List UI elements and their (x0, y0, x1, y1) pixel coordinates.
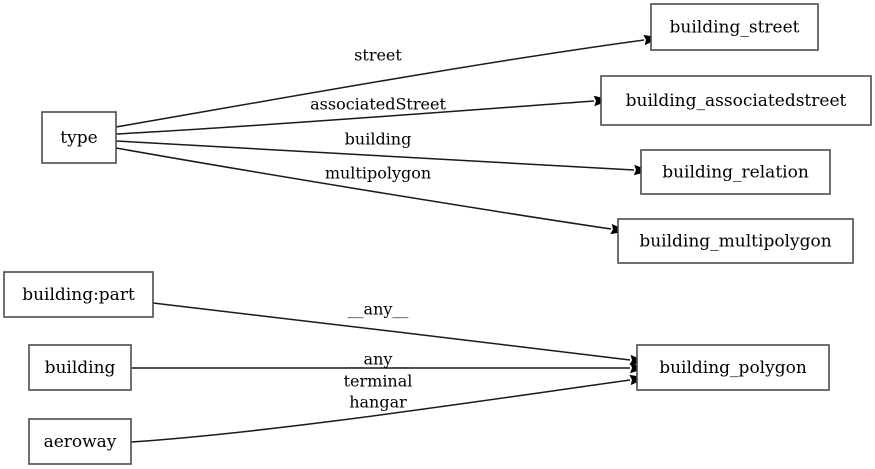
node-label: building_associatedstreet (626, 91, 847, 111)
edge-label: street (354, 46, 402, 65)
node-label: building:part (22, 285, 135, 305)
edge-line (115, 100, 595, 135)
node-box[interactable] (650, 3, 819, 51)
nodes-layer: type building_street building_associatedst… (3, 3, 872, 465)
node-label: aeroway (44, 432, 117, 452)
edge-labels-layer: street associatedStreet building multipolyg… (310, 46, 446, 412)
node-building[interactable]: building (28, 344, 132, 391)
edge-line (115, 140, 635, 171)
node-building_associatedstreet[interactable]: building_associatedstreet (600, 75, 872, 126)
edges-layer (115, 34, 661, 443)
edge-label: hangar (349, 393, 407, 412)
node-box[interactable] (640, 149, 831, 195)
edge-line (152, 302, 631, 361)
edge-label: associatedStreet (310, 95, 446, 114)
node-building_polygon[interactable]: building_polygon (636, 344, 830, 391)
edge-type-multipolygon (115, 147, 628, 235)
edge-label: __any__ (348, 300, 409, 319)
node-box[interactable] (617, 218, 854, 264)
node-type[interactable]: type (41, 111, 117, 164)
edge-label: building (345, 130, 412, 149)
edge-label: terminal (344, 372, 413, 391)
node-label: building_polygon (659, 358, 807, 378)
node-building_part[interactable]: building:part (3, 271, 154, 318)
node-box[interactable] (28, 418, 132, 465)
edge-label: multipolygon (325, 164, 431, 183)
node-label: building_multipolygon (639, 232, 831, 252)
node-aeroway[interactable]: aeroway (28, 418, 132, 465)
edge-label: __any__ (348, 350, 409, 369)
node-box[interactable] (636, 344, 830, 391)
node-box[interactable] (3, 271, 154, 318)
node-building_multipolygon[interactable]: building_multipolygon (617, 218, 854, 264)
node-building_relation[interactable]: building_relation (640, 149, 831, 195)
edge-line (130, 379, 631, 443)
node-box[interactable] (28, 344, 132, 391)
node-label: building (45, 358, 116, 378)
node-label: building_street (670, 18, 800, 38)
node-building_street[interactable]: building_street (650, 3, 819, 51)
node-box[interactable] (41, 111, 117, 164)
edge-line (115, 147, 612, 230)
node-label: building_relation (662, 163, 809, 183)
edge-line (115, 39, 645, 128)
node-label: type (60, 128, 97, 148)
node-box[interactable] (600, 75, 872, 126)
